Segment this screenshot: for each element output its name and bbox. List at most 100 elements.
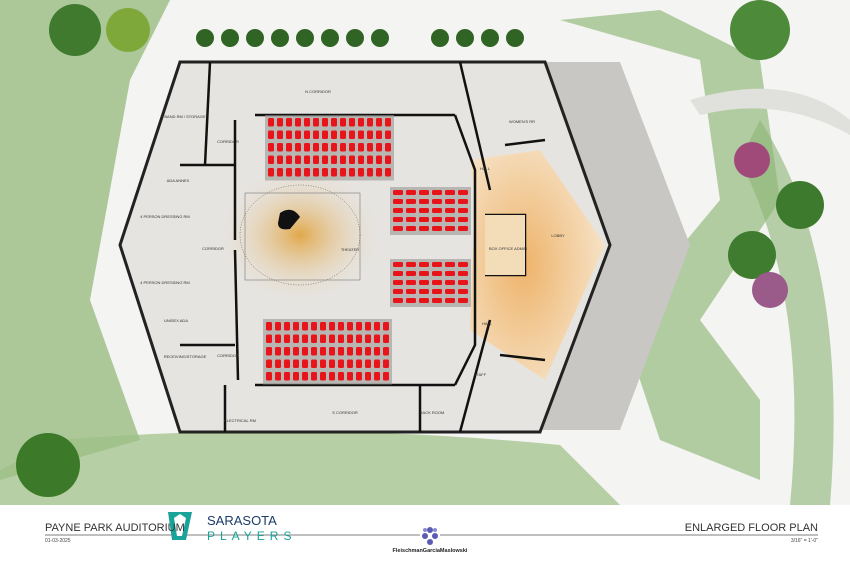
seat — [302, 347, 308, 356]
seat — [365, 359, 371, 368]
seat — [311, 359, 317, 368]
seat — [367, 118, 373, 127]
seat — [445, 289, 455, 294]
label-lobby: LOBBY — [551, 233, 565, 238]
seat — [365, 322, 371, 331]
seat — [458, 262, 468, 267]
seat — [432, 208, 442, 213]
seat — [383, 372, 389, 381]
seat — [293, 372, 299, 381]
seat — [445, 298, 455, 303]
seat — [458, 280, 468, 285]
seat — [365, 347, 371, 356]
seat — [293, 322, 299, 331]
seat — [304, 118, 310, 127]
label-womens-rr: WOMEN'S RR — [509, 119, 535, 124]
seat — [445, 208, 455, 213]
lawn-east — [560, 10, 780, 480]
piano-icon — [278, 209, 300, 230]
seat — [268, 155, 274, 164]
seat — [406, 217, 416, 222]
plan-scale: 3/16" = 1'-0" — [790, 538, 818, 544]
hedge-row — [196, 29, 524, 47]
seat — [432, 280, 442, 285]
seat — [338, 347, 344, 356]
seat — [349, 143, 355, 152]
seat — [458, 298, 468, 303]
room-labels: BAND RM / STORAGE N CORRIDOR CORRIDOR CO… — [140, 89, 565, 423]
label-electrical: ELECTRICAL RM — [224, 418, 256, 423]
label-west-corridor-mid: CORRIDOR — [202, 246, 224, 251]
stage-circle — [239, 184, 361, 286]
seat — [277, 155, 283, 164]
seat — [286, 118, 292, 127]
seat — [385, 118, 391, 127]
seat — [320, 372, 326, 381]
seat — [367, 130, 373, 139]
lawn-far-east — [740, 120, 834, 505]
seat — [406, 199, 416, 204]
seat — [376, 130, 382, 139]
seat — [313, 130, 319, 139]
seat — [313, 168, 319, 177]
seat — [419, 289, 429, 294]
seat — [358, 168, 364, 177]
fgm-logo-icon — [422, 527, 438, 545]
seat — [419, 217, 429, 222]
seat — [295, 168, 301, 177]
seat — [311, 372, 317, 381]
label-staff: STAFF — [474, 372, 487, 377]
seat — [268, 118, 274, 127]
label-theater: THEATER — [341, 247, 359, 252]
seat — [322, 130, 328, 139]
seat — [419, 262, 429, 267]
lawn-south — [0, 431, 620, 505]
sheet-title: ENLARGED FLOOR PLAN — [684, 522, 818, 534]
stage-area — [244, 192, 361, 281]
seat — [406, 271, 416, 276]
seat — [356, 347, 362, 356]
seat — [295, 130, 301, 139]
label-south-corridor: S CORRIDOR — [332, 410, 358, 415]
seat — [329, 372, 335, 381]
seat — [358, 130, 364, 139]
seat — [311, 347, 317, 356]
label-rack-room: RACK ROOM — [420, 410, 445, 415]
seat — [406, 208, 416, 213]
seat — [329, 322, 335, 331]
seat — [320, 334, 326, 343]
seat — [347, 347, 353, 356]
seat — [385, 168, 391, 177]
seat — [286, 168, 292, 177]
south-seating-riser — [263, 319, 392, 385]
seat — [322, 143, 328, 152]
label-ada-annex: ADA ANNEX — [167, 178, 190, 183]
seat — [458, 199, 468, 204]
seat — [385, 143, 391, 152]
seat — [266, 347, 272, 356]
seat — [268, 168, 274, 177]
seat — [445, 190, 455, 195]
seat — [329, 347, 335, 356]
seat — [322, 118, 328, 127]
seat — [284, 322, 290, 331]
seat — [376, 118, 382, 127]
seat — [393, 262, 403, 267]
seat — [385, 155, 391, 164]
seat — [445, 199, 455, 204]
seat — [304, 168, 310, 177]
seat — [320, 359, 326, 368]
seat — [284, 347, 290, 356]
seat — [458, 217, 468, 222]
seat — [406, 226, 416, 231]
seat — [286, 130, 292, 139]
seat — [331, 130, 337, 139]
label-hall-south: HALL — [482, 321, 493, 326]
seat — [302, 334, 308, 343]
seat — [445, 217, 455, 222]
seat — [331, 118, 337, 127]
seat — [275, 322, 281, 331]
seat — [331, 155, 337, 164]
seat — [374, 347, 380, 356]
seat — [331, 168, 337, 177]
